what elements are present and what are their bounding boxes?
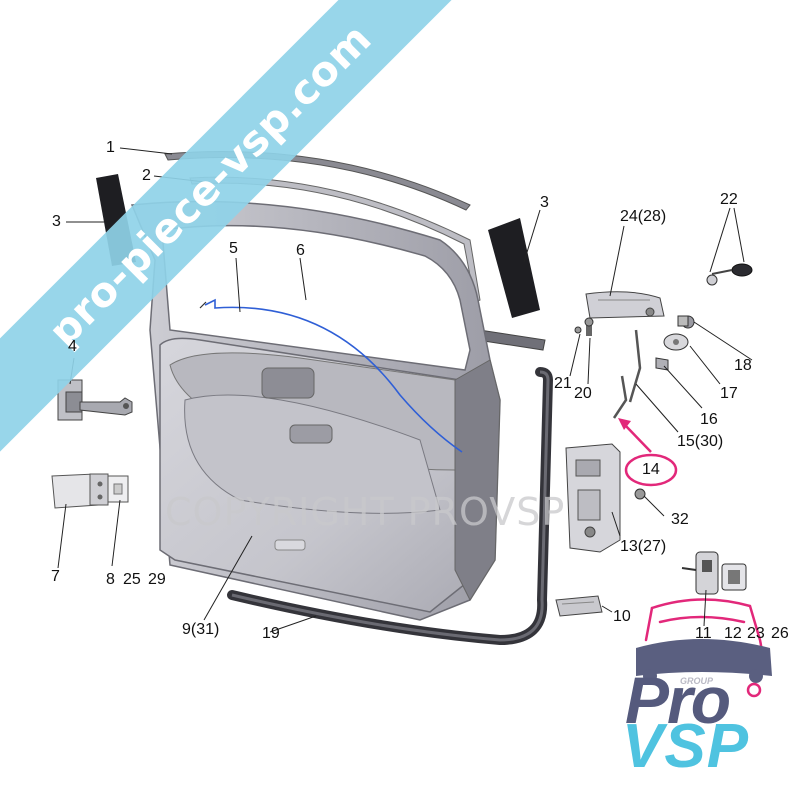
door-pull-recess <box>289 424 333 444</box>
label-19: 19 <box>262 625 280 642</box>
window-opening <box>161 224 471 371</box>
label-6: 6 <box>296 242 305 259</box>
part-3-right-pillar-trim <box>488 218 540 318</box>
label-5: 5 <box>229 240 238 257</box>
part-11-switch-bezel <box>681 551 719 595</box>
reflector-slot <box>274 539 306 551</box>
label-3-right: 3 <box>540 194 549 211</box>
brand-group-text: GROUP <box>680 676 714 686</box>
label-29: 29 <box>148 571 166 588</box>
label-23: 23 <box>747 625 765 642</box>
switch-recess <box>261 367 315 399</box>
part-18-lock-cylinder <box>677 315 695 329</box>
label-4: 4 <box>68 338 77 355</box>
label-20: 20 <box>574 385 592 402</box>
door-pocket <box>184 394 441 514</box>
brand-pro-text: Pro <box>625 663 731 737</box>
label-7: 7 <box>51 568 60 585</box>
label-26: 26 <box>771 625 789 642</box>
part-13-door-lock <box>565 443 621 553</box>
brand-hexagon <box>746 682 762 698</box>
part-15-rod <box>628 329 642 403</box>
door-edge-shadow <box>454 359 501 602</box>
item-14-highlight <box>618 418 678 487</box>
brand-vsp-text: VSP <box>622 712 750 781</box>
brand-car-body <box>636 639 772 683</box>
label-24-28: 24(28) <box>620 208 667 225</box>
part-5-wire-end <box>199 301 207 309</box>
label-17: 17 <box>720 385 738 402</box>
label-1: 1 <box>106 139 115 156</box>
part-17-retainer <box>663 333 689 351</box>
label-8: 8 <box>106 571 115 588</box>
label-15-30: 15(30) <box>677 433 724 450</box>
part-5-wire <box>204 298 463 453</box>
label-13-27: 13(27) <box>620 538 667 555</box>
label-22: 22 <box>720 191 738 208</box>
label-21: 21 <box>554 375 572 392</box>
label-9-31: 9(31) <box>182 621 220 638</box>
part-24-outer-handle <box>585 291 665 319</box>
copyright-watermark: COPYRIGHT PROVSP <box>165 490 566 534</box>
label-16: 16 <box>700 411 718 428</box>
part-22-key <box>706 263 753 286</box>
label-10: 10 <box>613 608 631 625</box>
part-12-switch <box>721 563 747 591</box>
part-7-hinge-plate <box>51 473 109 509</box>
part-4-hinge <box>57 379 133 421</box>
part-20-screw <box>584 317 594 336</box>
label-11: 11 <box>695 625 712 642</box>
label-3-left: 3 <box>52 213 61 230</box>
label-14: 14 <box>642 461 660 478</box>
label-18: 18 <box>734 357 752 374</box>
part-10-courtesy-lamp <box>555 595 603 617</box>
part-21-screw <box>574 326 582 334</box>
label-32: 32 <box>671 511 689 528</box>
label-25: 25 <box>123 571 141 588</box>
part-14-rod <box>612 375 628 419</box>
part-32-nut <box>634 488 646 500</box>
label-2: 2 <box>142 167 151 184</box>
label-12: 12 <box>724 625 742 642</box>
part-8-hinge-plate <box>107 475 129 503</box>
